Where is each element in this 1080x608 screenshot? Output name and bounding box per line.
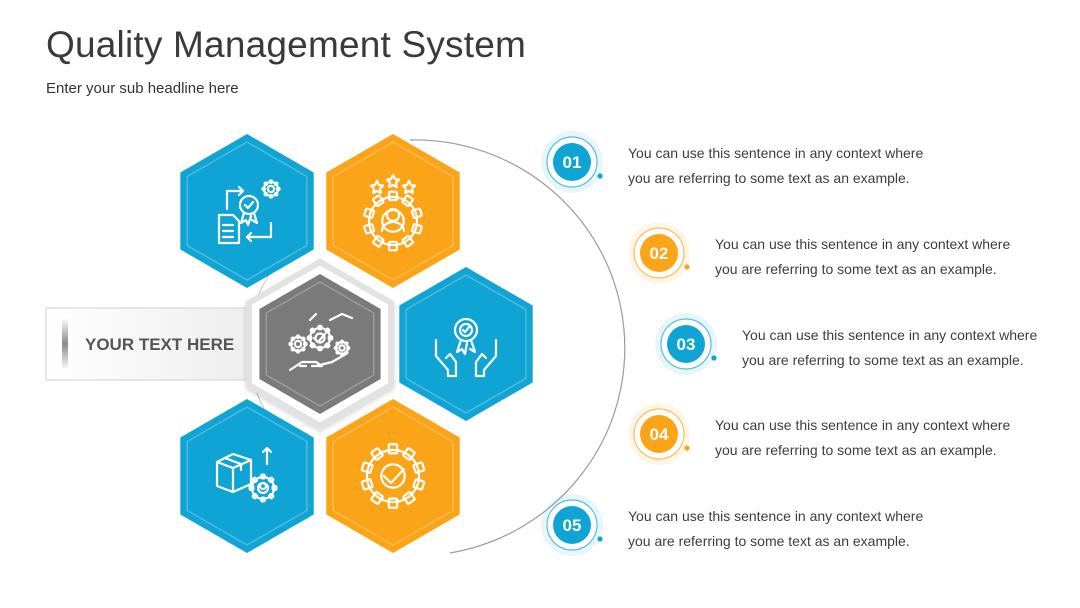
step-description-01: You can use this sentence in any context… xyxy=(628,141,923,191)
step-description-line2: you are referring to some text as an exa… xyxy=(715,261,997,277)
callout-box: YOUR TEXT HERE xyxy=(45,307,261,381)
step-number: 05 xyxy=(563,516,582,535)
step-description-line2: you are referring to some text as an exa… xyxy=(628,170,910,186)
step-description-line2: you are referring to some text as an exa… xyxy=(628,533,910,549)
step-number: 02 xyxy=(650,244,669,263)
step-description-04: You can use this sentence in any context… xyxy=(715,413,1010,463)
hexagon-1 xyxy=(180,134,314,288)
hexagon-grid xyxy=(180,134,533,553)
step-description-line2: you are referring to some text as an exa… xyxy=(715,442,997,458)
document-cycle-award-gear-icon xyxy=(217,179,281,245)
step-number: 04 xyxy=(650,425,669,444)
step-description-line1: You can use this sentence in any context… xyxy=(715,236,1011,252)
page-subtitle: Enter your sub headline here xyxy=(46,80,239,97)
step-marker-04: 04 xyxy=(628,403,690,465)
step-description-line1: You can use this sentence in any context… xyxy=(715,417,1011,433)
box-user-gear-icon xyxy=(215,446,278,503)
step-description-line1: You can use this sentence in any context… xyxy=(628,508,924,524)
step-number: 03 xyxy=(677,335,696,354)
step-description-02: You can use this sentence in any context… xyxy=(715,232,1010,282)
callout-label: YOUR TEXT HERE xyxy=(85,335,234,354)
gear-checkmark-icon xyxy=(360,443,426,509)
step-description-05: You can use this sentence in any context… xyxy=(628,504,923,554)
step-marker-01: 01 xyxy=(541,131,603,193)
step-description-line1: You can use this sentence in any context… xyxy=(628,145,924,161)
hexagon-5 xyxy=(180,399,314,553)
step-list: 01 02 03 04 05 xyxy=(541,131,717,556)
step-description-03: You can use this sentence in any context… xyxy=(742,323,1037,373)
step-number: 01 xyxy=(563,153,582,172)
step-marker-02: 02 xyxy=(628,222,690,284)
hexagon-4 xyxy=(399,267,533,421)
step-marker-05: 05 xyxy=(541,494,603,556)
connector-arc xyxy=(409,139,626,554)
hexagon-2 xyxy=(326,134,460,288)
step-description-line2: you are referring to some text as an exa… xyxy=(742,352,1024,368)
hexagon-3 xyxy=(246,258,394,430)
handshake-gears-icon xyxy=(288,312,354,372)
hands-award-icon xyxy=(434,317,498,378)
person-stars-gear-icon xyxy=(363,173,423,252)
step-description-line1: You can use this sentence in any context… xyxy=(742,327,1038,343)
step-marker-03: 03 xyxy=(655,313,717,375)
page-title: Quality Management System xyxy=(46,24,527,65)
hexagon-6 xyxy=(326,399,460,553)
